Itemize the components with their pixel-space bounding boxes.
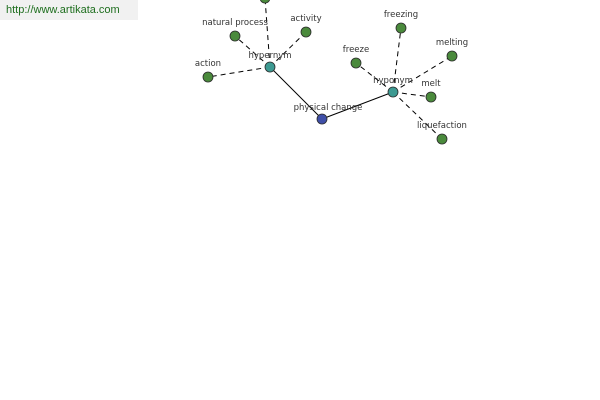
term-melt-label: melt (421, 79, 441, 89)
edge-hypo-freezing (392, 27, 402, 93)
term-melting-label: melting (436, 38, 468, 48)
edge-hyper-action (207, 66, 271, 78)
root-label: physical change (294, 103, 363, 113)
term-natural-node (229, 30, 241, 42)
graph-nodes (202, 0, 458, 145)
graph-labels: physical change hypernym hyponym natural pr… (195, 10, 468, 131)
edge-hypo-melting (392, 55, 453, 93)
term-freezing-node (395, 22, 407, 34)
term-action-label: action (195, 59, 221, 69)
term-top-node (259, 0, 271, 4)
relation-hyper-node (264, 61, 276, 73)
term-freeze-node (350, 57, 362, 69)
term-activity-label: activity (290, 14, 321, 24)
edge-root-hypo (321, 91, 394, 120)
term-activity-node (300, 26, 312, 38)
relation-hyper-label: hypernym (248, 51, 291, 61)
term-melt-node (425, 91, 437, 103)
edge-hypo-freeze (355, 62, 394, 93)
relation-hypo-node (387, 86, 399, 98)
edge-hyper-activity (269, 31, 307, 68)
term-liquefaction-label: liquefaction (417, 121, 467, 131)
edge-root-hyper (269, 66, 323, 120)
term-freeze-label: freeze (343, 45, 369, 55)
term-action-node (202, 71, 214, 83)
term-melting-node (446, 50, 458, 62)
term-freezing-label: freezing (384, 10, 418, 20)
term-natural-label: natural process (202, 18, 268, 28)
edge-hypo-liquefaction (392, 91, 443, 140)
site-link[interactable]: http://www.artikata.com (0, 0, 138, 20)
edge-hyper-top (264, 0, 271, 68)
graph-edges (207, 0, 453, 140)
relation-hypo-label: hyponym (373, 76, 413, 86)
root-node (316, 113, 328, 125)
term-liquefaction-node (436, 133, 448, 145)
edge-hypo-melt (392, 91, 432, 98)
edge-hyper-natural (234, 35, 271, 68)
